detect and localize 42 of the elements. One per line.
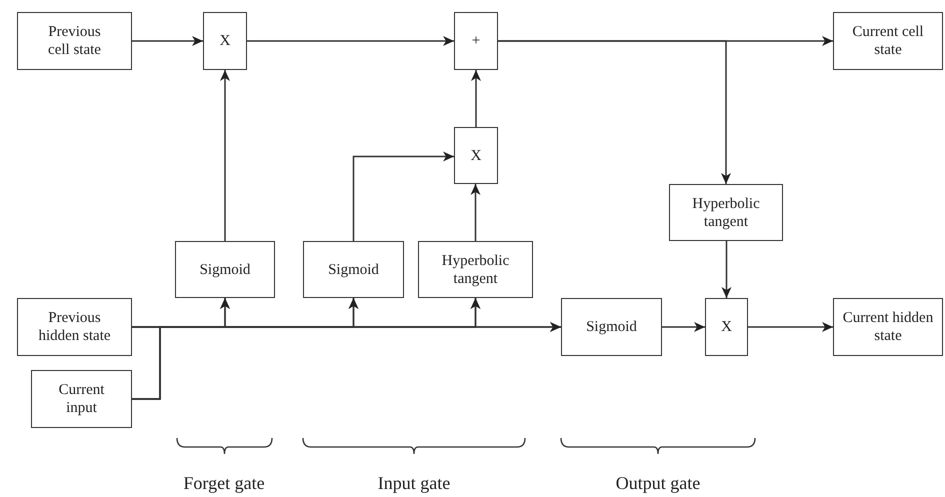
gate-label: Output gate — [616, 473, 700, 494]
node-label: Hyperbolic tangent — [691, 194, 761, 230]
arrow — [132, 36, 203, 46]
process-box — [833, 12, 943, 70]
arrow — [132, 322, 561, 400]
arrow — [247, 36, 454, 46]
operation-box — [454, 127, 498, 184]
node-label: Previous cell state — [47, 23, 102, 59]
process-box — [175, 241, 275, 298]
gate-label: Input gate — [378, 473, 450, 494]
operation-box — [203, 12, 247, 70]
arrow — [470, 184, 480, 241]
node-label: Previous hidden state — [37, 309, 112, 345]
node-label: Current input — [58, 381, 106, 417]
node-label: X — [470, 146, 482, 164]
node-label: Hyperbolic tangent — [440, 252, 510, 288]
gate-label: Forget gate — [183, 473, 265, 494]
node-label: Current cell state — [851, 23, 925, 59]
arrow — [748, 322, 833, 332]
process-box — [669, 184, 783, 241]
arrow — [352, 152, 454, 241]
arrow — [471, 70, 481, 127]
node-label: Sigmoid — [327, 260, 380, 278]
node-label: + — [470, 32, 482, 50]
process-box — [418, 241, 533, 298]
node-label: Current hidden state — [842, 309, 934, 345]
node-label: X — [218, 32, 232, 50]
arrow — [662, 322, 705, 332]
arrow — [498, 40, 731, 184]
process-box — [17, 298, 132, 356]
process-box — [17, 12, 132, 70]
process-box — [833, 298, 943, 356]
process-box — [31, 370, 132, 428]
operation-box — [454, 12, 498, 70]
node-label: Sigmoid — [198, 260, 252, 278]
arrow — [722, 241, 732, 298]
node-label: Sigmoid — [585, 318, 638, 336]
process-box — [303, 241, 404, 298]
operation-box — [705, 298, 748, 356]
arrow — [220, 70, 230, 241]
node-label: X — [720, 318, 733, 336]
process-box — [561, 298, 662, 356]
